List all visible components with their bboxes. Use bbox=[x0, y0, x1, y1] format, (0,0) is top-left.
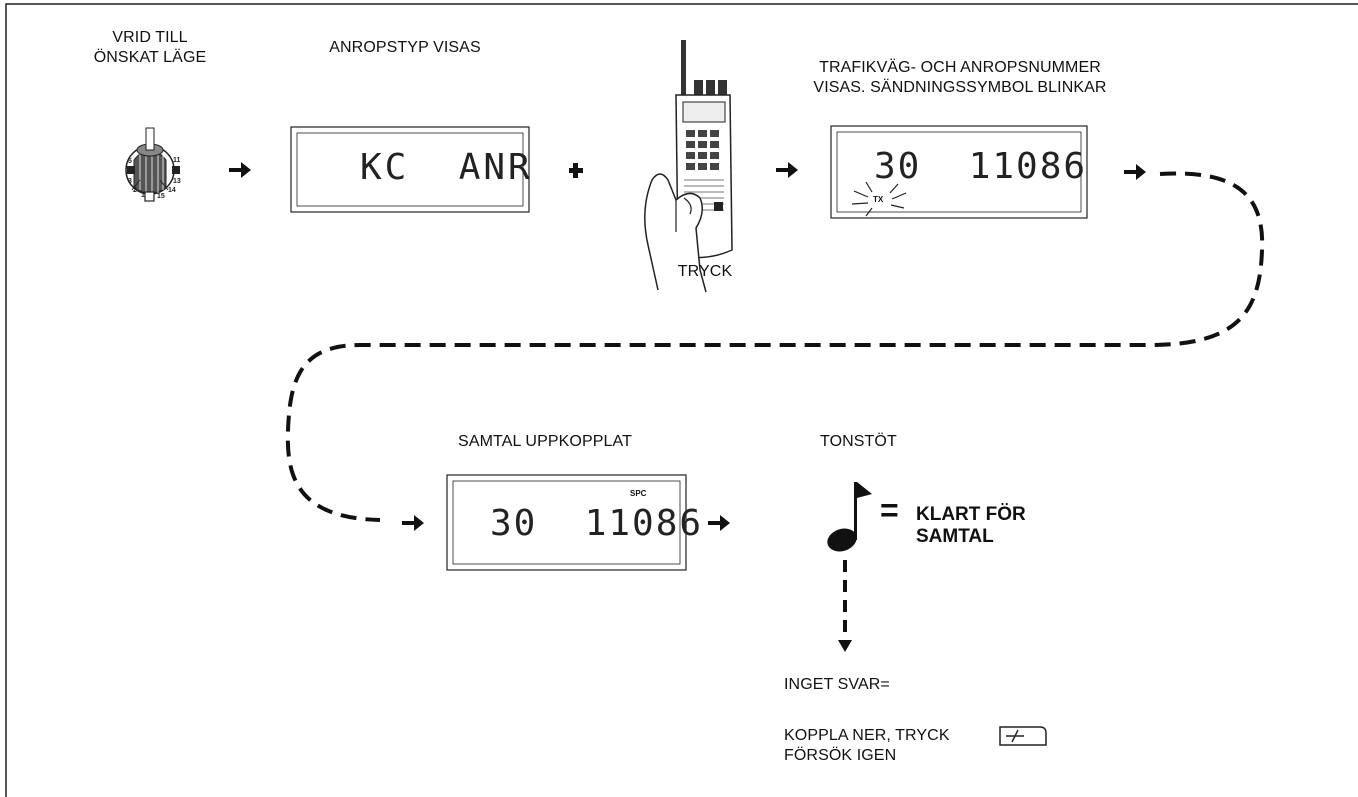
hangup-instruction: KOPPLA NER, TRYCK bbox=[784, 727, 950, 744]
dial-number: 11 bbox=[173, 157, 181, 164]
traffic-number-display bbox=[830, 125, 1088, 219]
hangup-key-icon bbox=[999, 726, 1047, 746]
call-connected-display bbox=[446, 474, 687, 571]
dial-number: 13 bbox=[173, 178, 181, 185]
call-type-display-text: KC ANR bbox=[360, 147, 533, 188]
diagram-frame bbox=[5, 3, 1358, 797]
dial-number: 2 bbox=[133, 187, 137, 194]
retry-instruction: FÖRSÖK IGEN bbox=[784, 747, 897, 764]
tone-note-icon bbox=[827, 482, 872, 552]
tone-caption: TONSTÖT bbox=[820, 433, 897, 450]
dial-number: 14 bbox=[168, 187, 176, 194]
dial-caption: VRID TILL ÖNSKAT LÄGE bbox=[75, 28, 225, 68]
tone-result-line2: SAMTAL bbox=[916, 526, 994, 547]
arrow-right-icon bbox=[776, 162, 798, 178]
arrow-right-icon bbox=[229, 162, 251, 178]
tx-symbol: TX bbox=[873, 195, 884, 204]
connected-display-text: 30 11086 bbox=[490, 503, 704, 544]
dial-number: 5 bbox=[128, 158, 132, 165]
dial-caption-line1: VRID TILL bbox=[112, 29, 188, 46]
press-caption: TRYCK bbox=[677, 263, 733, 280]
plus-icon bbox=[569, 163, 583, 178]
dial-caption-line2: ÖNSKAT LÄGE bbox=[93, 49, 207, 66]
call-type-caption: ANROPSTYP VISAS bbox=[329, 39, 481, 56]
channel-dial-icon bbox=[125, 127, 180, 202]
spc-symbol: SPC bbox=[630, 489, 647, 498]
tone-result-line1: KLART FÖR bbox=[916, 504, 1026, 525]
arrow-right-icon bbox=[402, 515, 424, 531]
dial-number: 15 bbox=[157, 193, 165, 200]
dial-number: 1 bbox=[141, 192, 145, 199]
traffic-display-text: 30 11086 bbox=[874, 146, 1088, 187]
call-type-display bbox=[290, 126, 530, 213]
arrow-right-icon bbox=[708, 515, 730, 531]
dial-number: 3 bbox=[128, 178, 132, 185]
arrow-right-icon bbox=[1124, 164, 1146, 180]
tone-result: KLART FÖR SAMTAL bbox=[916, 504, 1026, 548]
connected-caption: SAMTAL UPPKOPPLAT bbox=[458, 433, 632, 450]
tx-blink-icon bbox=[851, 181, 907, 217]
traffic-caption: TRAFIKVÄG- OCH ANROPSNUMMER VISAS. SÄNDN… bbox=[795, 58, 1125, 98]
traffic-caption-line1: TRAFIKVÄG- OCH ANROPSNUMMER bbox=[819, 59, 1101, 76]
flow-connector bbox=[285, 171, 1265, 522]
arrow-down-icon bbox=[838, 560, 852, 652]
no-answer-caption: INGET SVAR= bbox=[784, 676, 890, 693]
traffic-caption-line2: VISAS. SÄNDNINGSSYMBOL BLINKAR bbox=[813, 79, 1107, 96]
handheld-radio-icon bbox=[644, 40, 733, 293]
equals-sign: = bbox=[880, 492, 899, 528]
